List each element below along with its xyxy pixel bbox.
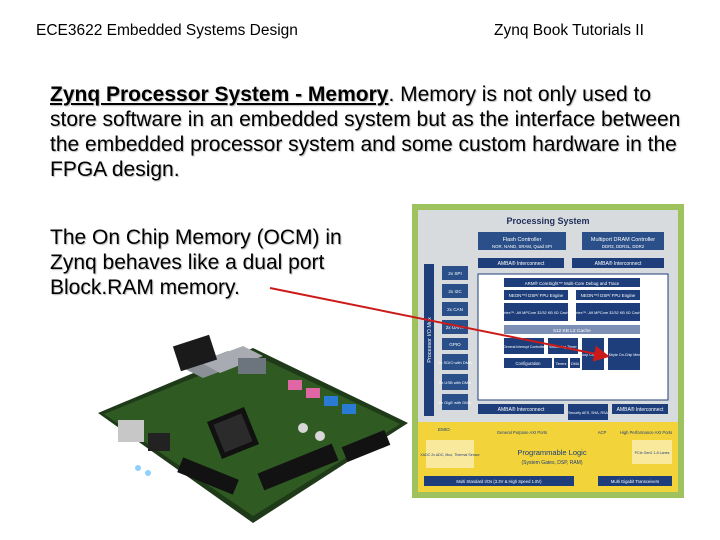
- io-spi: 2x SPI: [448, 271, 462, 276]
- cortex-core-1: Cortex™- A9 MPCore 32/32 KB I/D Caches: [499, 311, 572, 315]
- io-can: 2x CAN: [447, 307, 463, 312]
- io-i2c: 2x I2C: [448, 289, 462, 294]
- cortex-core-2: Cortex™- A9 MPCore 32/32 KB I/D Caches: [571, 311, 644, 315]
- zynq-block-diagram: Processing System Flash Controller NOR, …: [412, 204, 684, 498]
- amba-interconnect-3: AMBA® Interconnect: [498, 406, 545, 413]
- pcie-label: PCIe Gen2 1-8 Lanes: [635, 451, 670, 455]
- pl-title: Programmable Logic: [517, 448, 586, 457]
- acp-label: ACP: [598, 430, 607, 435]
- header-left-title: ECE3622 Embedded Systems Design: [36, 22, 298, 39]
- configuration-label: Configuration: [516, 361, 542, 366]
- gigabit-transceivers-label: Multi Gigabit Transceivers: [611, 479, 659, 484]
- flash-controller-label: Flash Controller: [503, 237, 542, 243]
- security-label: Security AES, SHA, RSA: [568, 411, 608, 415]
- l2-cache-label: 512 KB L2 Cache: [553, 328, 591, 334]
- io-gpio: GPIO: [449, 342, 461, 347]
- coresight-label: ARM® CoreSight™ Multi-Core Debug and Tra…: [525, 281, 620, 286]
- gp-ports-label: General Purpose AXI Ports: [497, 430, 547, 435]
- gic-label: General Interrupt Controller: [503, 345, 545, 349]
- xadc-label: XADC 2x ADC, Mux, Thermal Sensor: [420, 453, 480, 457]
- header-right-title: Zynq Book Tutorials II: [494, 22, 644, 39]
- amba-interconnect-2: AMBA® Interconnect: [595, 260, 642, 267]
- ocm-block-label: 256 Kbyte On-Chip Memory: [602, 353, 647, 357]
- ps-title: Processing System: [506, 216, 589, 226]
- mux-label: Processor I/O Mux: [427, 317, 433, 363]
- dram-controller-sub: DDR3, DDR3L, DDR2: [602, 244, 645, 249]
- io-gige: 2x GigE with DMA: [439, 400, 472, 405]
- neon-engine-1: NEON™/ DSP/ FPU Engine: [509, 293, 564, 298]
- dram-controller-label: Multiport DRAM Controller: [591, 237, 655, 243]
- emio-label: EMIO: [438, 427, 450, 432]
- amba-interconnect-4: AMBA® Interconnect: [617, 406, 664, 413]
- memory-lead: Zynq Processor System - Memory: [50, 83, 389, 106]
- io-blocks: 2x SPI 2x I2C 2x CAN 2x UART GPIO 2x SDI…: [438, 266, 472, 410]
- memory-text: . Memory is not only used to store softw…: [50, 83, 681, 181]
- io-usb: 2x USB with DMA: [439, 380, 471, 385]
- timers-label: Timers: [556, 362, 567, 366]
- ocm-line-3: Block.RAM memory.: [50, 276, 240, 299]
- io-sdio: 2x SDIO with DMA: [438, 360, 472, 365]
- io-uart: 2x UART: [446, 325, 465, 330]
- neon-engine-2: NEON™/ DSP/ FPU Engine: [581, 293, 636, 298]
- watchdog-label: Watchdog Timer: [549, 345, 577, 349]
- zynq-board-photo: [98, 334, 408, 523]
- amba-interconnect-1: AMBA® Interconnect: [498, 260, 545, 267]
- flash-controller-sub: NOR, NAND, SRAM, Quad SPI: [492, 244, 552, 249]
- memory-paragraph: Zynq Processor System - Memory. Memory i…: [50, 82, 690, 182]
- pl-subtitle: (System Gates, DSP, RAM): [521, 460, 582, 466]
- ocm-line-2: Zynq behaves like a dual port: [50, 251, 325, 274]
- hp-ports-label: High Performance AXI Ports: [620, 430, 672, 435]
- ocm-line-1: The On Chip Memory (OCM) in: [50, 226, 342, 249]
- ocm-paragraph: The On Chip Memory (OCM) in Zynq behaves…: [50, 225, 405, 300]
- dma-label: DMA: [571, 362, 580, 366]
- multi-std-io-label: Multi Standard I/Os (3.3V & High Speed 1…: [456, 479, 542, 484]
